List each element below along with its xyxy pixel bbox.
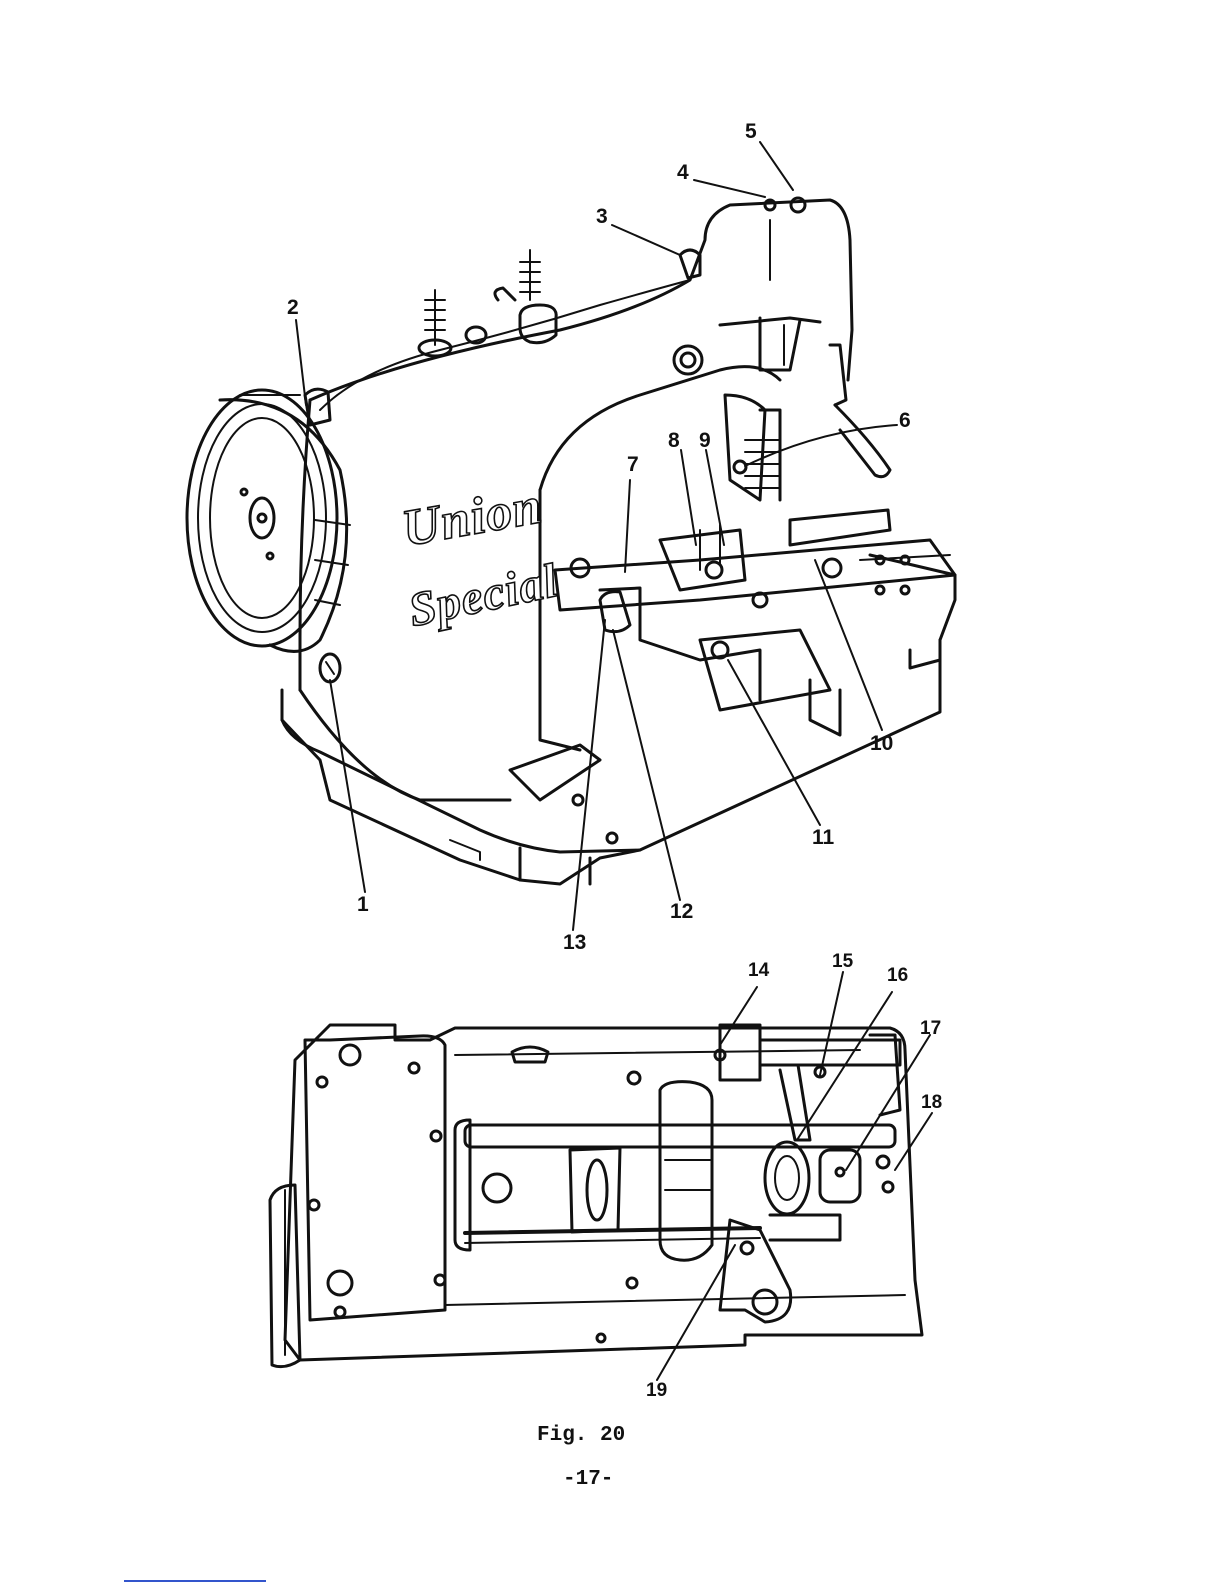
underside-lever	[720, 1220, 791, 1322]
throat-plate-area	[555, 530, 955, 710]
callout-7: 7	[627, 454, 639, 475]
callout-11: 11	[812, 827, 834, 848]
callout-8: 8	[668, 430, 680, 451]
thread-tension-2	[495, 250, 556, 343]
callout-19: 19	[646, 1381, 667, 1400]
callout-16: 16	[887, 966, 908, 985]
underside-shafts	[455, 1120, 895, 1250]
callout-17: 17	[920, 1019, 941, 1038]
callout-18: 18	[921, 1093, 942, 1112]
callout-14: 14	[748, 961, 769, 980]
callout-15: 15	[832, 952, 853, 971]
callout-4: 4	[677, 162, 689, 183]
callout-9: 9	[699, 430, 711, 451]
callout-6: 6	[899, 410, 911, 431]
leader-lines-bottom	[657, 972, 932, 1380]
underside-eccentric	[765, 1142, 860, 1240]
stitch-regulator	[320, 654, 340, 682]
figure-caption: Fig. 20	[537, 1424, 625, 1447]
callout-5: 5	[745, 121, 757, 142]
handwheel	[187, 390, 350, 651]
callout-13: 13	[563, 932, 586, 953]
callout-2: 2	[287, 297, 299, 318]
callout-3: 3	[596, 206, 608, 227]
callout-12: 12	[670, 901, 693, 922]
needle-bar-assembly	[700, 395, 890, 570]
footer-rule	[124, 1580, 266, 1582]
page-number: -17-	[563, 1468, 613, 1491]
callout-10: 10	[870, 733, 893, 754]
callout-1: 1	[357, 894, 369, 915]
leader-lines-top	[296, 142, 897, 930]
